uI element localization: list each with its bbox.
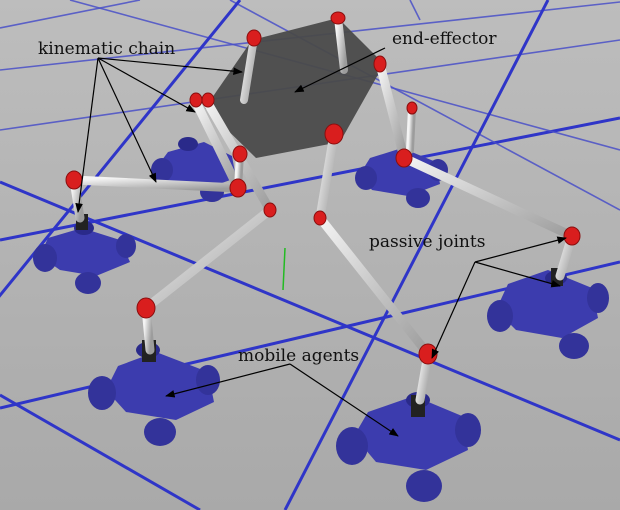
kinematic-links [69, 14, 577, 405]
origin-axis [282, 247, 286, 291]
mobile-agent-left [33, 214, 136, 294]
mobile-agent-front-left [88, 340, 220, 446]
label-end-effector: end-effector [392, 29, 497, 49]
label-kinematic-chain: kinematic chain [38, 39, 175, 59]
mobile-agent-center-back [151, 137, 236, 202]
label-passive-joints: passive joints [369, 232, 485, 252]
annotation-arrows [75, 47, 567, 437]
label-mobile-agents: mobile agents [238, 346, 359, 366]
